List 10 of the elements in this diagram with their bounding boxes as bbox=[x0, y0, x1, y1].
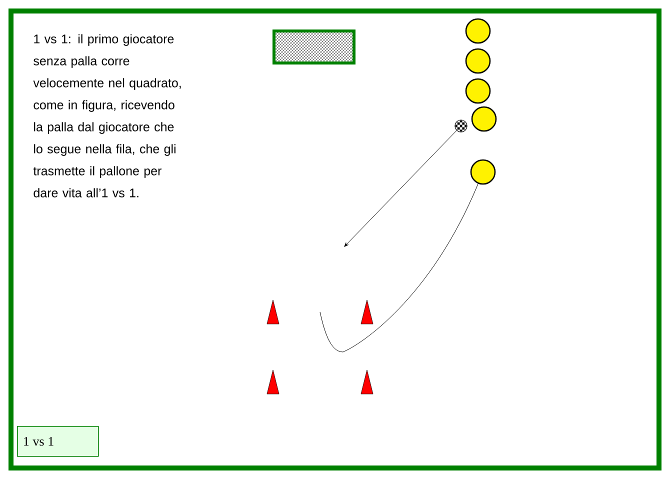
title-box: 1 vs 1 bbox=[17, 426, 99, 457]
player-circle bbox=[465, 48, 491, 74]
ball-icon bbox=[454, 120, 468, 132]
instruction-text: 1 vs 1: il primo giocatore senza palla corre velocemente nel quadrato, come in figura, ricevendo la palla dal giocatore che lo segue nella fila, che gli trasmette il pallone per dare vita all’1 vs 1. bbox=[33, 34, 181, 198]
player-circle bbox=[471, 106, 497, 132]
player-circle bbox=[470, 159, 496, 185]
curved-run-line bbox=[320, 183, 478, 352]
pass-arrow bbox=[344, 130, 457, 247]
player-circle bbox=[465, 78, 491, 104]
player-circle bbox=[465, 18, 491, 44]
